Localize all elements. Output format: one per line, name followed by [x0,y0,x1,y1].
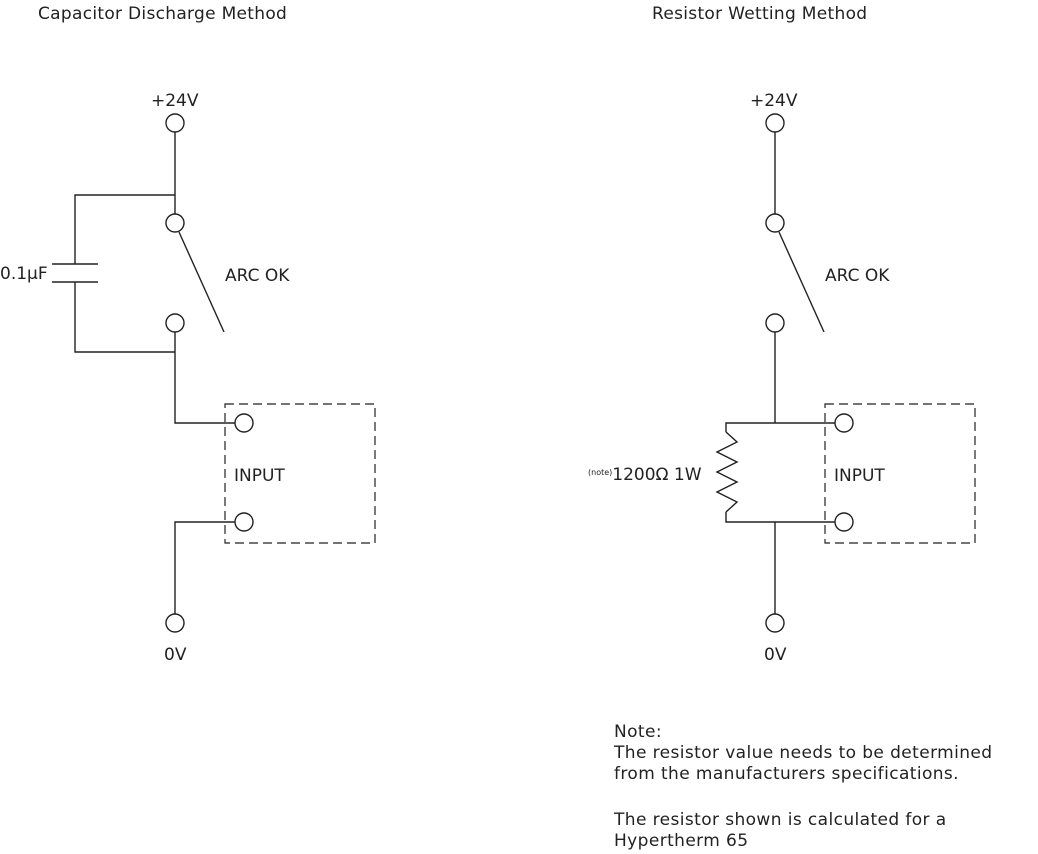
right-input-box [824,403,976,544]
note-line-3: The resistor shown is calculated for a [613,810,947,830]
resistor-note: Note: The resistor value needs to be det… [613,722,992,851]
left-switch-label: ARC OK [225,266,290,286]
left-input-box [224,403,376,544]
left-input-label: INPUT [234,466,285,486]
left-switch-top-contact [165,213,185,233]
resistor-symbol [715,431,739,513]
right-supply-label: +24V [750,91,798,111]
right-input-negative-wire [725,512,835,614]
left-ground-terminal [165,613,185,633]
right-switch-label: ARC OK [825,266,890,286]
left-input-terminal-positive [234,413,254,433]
right-input-terminal-negative [834,512,854,532]
resistor-label: (note)1200Ω 1W [588,465,702,485]
right-input-positive-wire [725,332,835,432]
right-diagram-title: Resistor Wetting Method [652,4,867,24]
resistor-wetting-diagram: Resistor Wetting Method +24V ARC OK (not… [588,4,976,665]
capacitor-symbol [52,263,98,283]
left-switch-bottom-contact [165,313,185,333]
right-switch-blade [778,231,825,333]
note-line-2: from the manufacturers specifications. [614,764,959,784]
right-switch-bottom-contact [765,313,785,333]
note-line-1: The resistor value needs to be determine… [613,743,992,763]
right-input-terminal-positive [834,413,854,433]
left-capacitor-wires [74,194,175,353]
left-diagram-title: Capacitor Discharge Method [38,4,287,24]
resistor-note-mark: (note) [588,468,612,477]
left-supply-label: +24V [151,91,199,111]
right-ground-terminal [765,613,785,633]
note-heading: Note: [614,722,662,742]
left-switch-blade [178,231,225,333]
left-input-terminal-negative [234,512,254,532]
capacitor-discharge-diagram: Capacitor Discharge Method +24V 0.1μF AR… [0,4,376,665]
left-input-negative-wire [174,521,235,614]
resistor-value: 1200Ω 1W [612,465,701,485]
capacitor-label: 0.1μF [0,264,48,284]
left-input-positive-wire [174,332,235,424]
left-supply-terminal [165,113,185,133]
left-ground-label: 0V [164,645,187,665]
note-line-4: Hypertherm 65 [614,831,748,851]
right-supply-terminal [765,113,785,133]
right-switch-top-contact [765,213,785,233]
right-ground-label: 0V [764,645,787,665]
right-input-label: INPUT [834,466,885,486]
